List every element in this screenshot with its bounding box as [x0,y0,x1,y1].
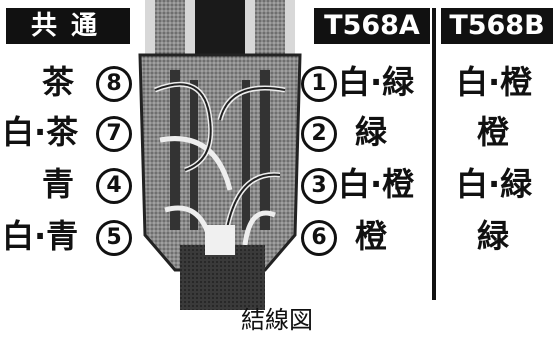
pin-number-badge: 4 [96,168,132,204]
t568a-wire-label-2: 緑 [355,113,388,151]
t568a-wire-label-3: 白·橙 [338,165,415,203]
t568a-wire-label-4: 橙 [355,217,388,255]
common-wire-label-1: 茶 [42,63,75,101]
common-wire-label-2: 白·茶 [2,113,79,151]
pin-number-badge: 8 [96,66,132,102]
pin-number-badge: 2 [301,116,337,152]
t568b-wire-label-4: 緑 [477,217,510,255]
common-wire-label-4: 白·青 [2,217,79,255]
pin-number-badge: 5 [96,220,132,256]
pin-number-badge: 3 [301,168,337,204]
pin-number-badge: 7 [96,116,132,152]
diagram-caption: 結線図 [241,306,313,334]
t568a-wire-label-1: 白·緑 [338,63,415,101]
header-t568b: T568B [441,8,553,44]
header-t568a: T568A [314,8,430,44]
pin-number-badge: 6 [301,220,337,256]
t568b-wire-label-2: 橙 [477,113,510,151]
t568b-wire-label-3: 白·緑 [456,165,533,203]
common-wire-label-3: 青 [42,165,75,203]
connector-image [138,0,302,310]
header-common: 共通 [6,8,130,44]
column-divider [432,8,436,300]
t568b-wire-label-1: 白·橙 [456,63,533,101]
pin-number-badge: 1 [301,66,337,102]
